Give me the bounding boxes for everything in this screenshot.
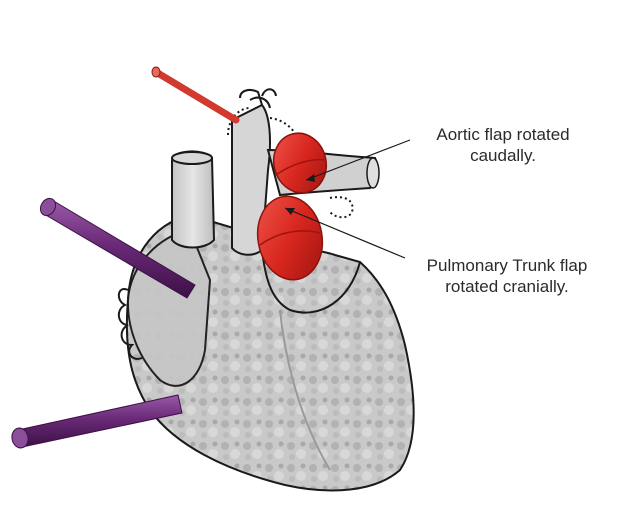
pulmonary-trunk-flap-annotation: Pulmonary Trunk flap rotated cranially. [402, 255, 612, 297]
pulmonary-vein [330, 197, 353, 217]
superior-vena-cava [172, 151, 214, 247]
aortic-flap-annotation: Aortic flap rotated caudally. [408, 124, 598, 166]
pulmonary-trunk-flap-line1: Pulmonary Trunk flap [402, 255, 612, 276]
aortic-flap-line2: caudally. [408, 145, 598, 166]
aortic-flap-line1: Aortic flap rotated [408, 124, 598, 145]
aortic-arch-branches [240, 89, 276, 108]
purple-cannula-lower [10, 395, 182, 449]
red-cannula [152, 67, 236, 120]
pulmonary-trunk-flap-line2: rotated cranially. [402, 276, 612, 297]
